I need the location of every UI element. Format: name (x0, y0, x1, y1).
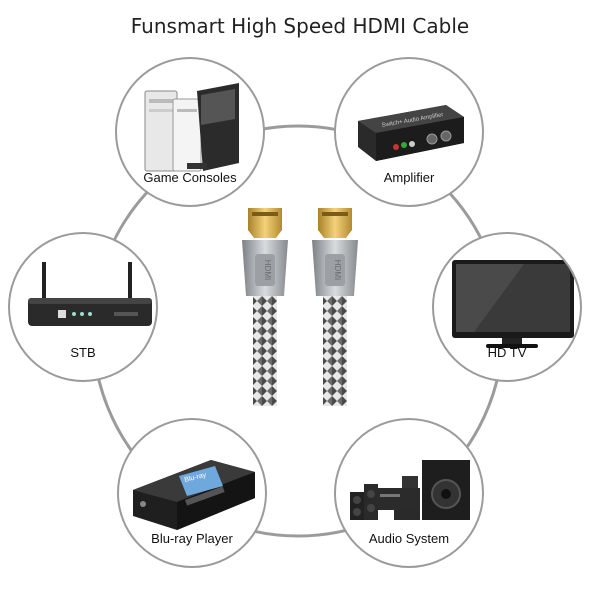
device-hd-tv[interactable]: HD TV (432, 232, 582, 382)
device-label: HD TV (487, 345, 527, 360)
page-title: Funsmart High Speed HDMI Cable (130, 14, 470, 38)
device-label: STB (70, 345, 96, 360)
hdmi-connector-right: HDMI (312, 208, 358, 406)
device-label: Amplifier (383, 170, 435, 185)
hdmi-connector-left: HDMI (242, 208, 288, 406)
device-label: Game Consoles (143, 170, 237, 185)
device-label: Audio System (368, 531, 450, 546)
tv-icon (452, 260, 574, 348)
device-amplifier[interactable]: Switch+ Audio Amplifier Amplifier (334, 57, 484, 207)
router-icon (28, 262, 152, 326)
connector-text: HDMI (263, 260, 272, 280)
amplifier-icon: Switch+ Audio Amplifier (358, 105, 464, 161)
device-bluray-player[interactable]: Blu-ray Blu-ray Player (117, 418, 267, 568)
device-label: Blu-ray Player (151, 531, 233, 546)
connector-text: HDMI (333, 260, 342, 280)
device-audio-system[interactable]: Audio System (334, 418, 484, 568)
bluray-player-icon: Blu-ray (133, 460, 255, 530)
speaker-system-icon (350, 460, 470, 520)
device-stb[interactable]: STB (8, 232, 158, 382)
device-game-consoles[interactable]: Game Consoles (115, 57, 265, 207)
hdmi-cable-image: HDMI HDMI (242, 208, 358, 406)
game-console-icon (144, 83, 239, 172)
